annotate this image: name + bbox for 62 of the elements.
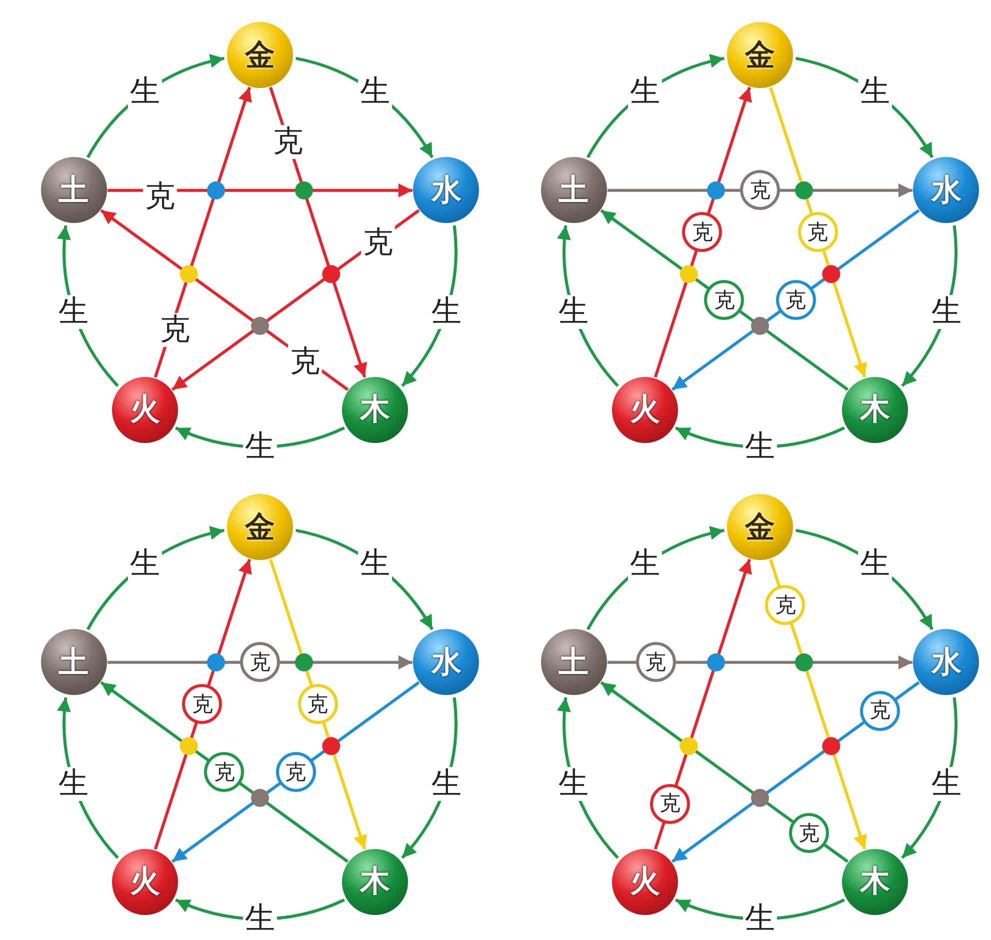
element-circle: 金 <box>227 494 293 560</box>
edge-label: 生 <box>929 294 964 329</box>
edge-label: 生 <box>128 547 162 582</box>
element-circle: 土 <box>540 629 607 696</box>
arrow <box>608 183 912 198</box>
element-circle: 金 <box>227 22 293 88</box>
edge-label: 生 <box>429 294 464 329</box>
arrow <box>769 86 868 378</box>
element-circle: 木 <box>842 376 908 443</box>
element-circle: 土 <box>40 157 107 224</box>
label-circle: 克 <box>798 212 838 252</box>
arrow <box>154 558 252 850</box>
label-circle: 克 <box>650 784 690 824</box>
element-circle: 火 <box>612 376 678 443</box>
label-circle: 克 <box>765 585 806 625</box>
arrow <box>171 681 420 863</box>
arrow <box>671 209 920 391</box>
element-circle: 土 <box>540 157 607 224</box>
label-circle: 克 <box>776 280 816 320</box>
arrow <box>154 86 252 378</box>
edge-label: 克 <box>158 313 192 347</box>
label-circle: 克 <box>240 642 280 682</box>
element-circle: 金 <box>727 22 793 88</box>
edge-label: 生 <box>429 766 464 801</box>
label-circle: 克 <box>704 280 744 320</box>
arrow <box>100 681 349 863</box>
element-circle: 水 <box>413 157 480 224</box>
edge-label: 生 <box>358 75 392 110</box>
arrow <box>600 209 849 391</box>
edge-label: 生 <box>929 766 964 801</box>
arrow <box>654 86 752 378</box>
edge-label: 克 <box>271 125 305 159</box>
label-circle: 克 <box>276 752 316 792</box>
label-circle: 克 <box>298 684 338 724</box>
edge-label: 生 <box>358 547 392 582</box>
arrow <box>269 558 368 850</box>
edge-label: 生 <box>628 75 662 110</box>
edge-label: 生 <box>858 547 892 582</box>
element-circle: 木 <box>342 376 408 443</box>
label-circle: 克 <box>788 813 829 854</box>
edge-label: 生 <box>628 547 662 582</box>
element-circle: 火 <box>112 848 178 915</box>
arrow <box>269 86 368 378</box>
element-circle: 木 <box>842 848 908 915</box>
element-circle: 水 <box>913 629 980 696</box>
element-circle: 火 <box>112 376 178 443</box>
label-circle: 克 <box>636 642 676 682</box>
arrow <box>108 183 412 198</box>
label-circle: 克 <box>682 212 722 252</box>
edge-label: 生 <box>128 75 162 110</box>
element-circle: 木 <box>342 848 408 915</box>
arrow <box>108 655 412 670</box>
label-circle: 克 <box>182 684 222 724</box>
element-circle: 土 <box>40 629 107 696</box>
label-circle: 克 <box>860 690 900 731</box>
label-circle: 克 <box>204 752 244 792</box>
element-circle: 火 <box>612 848 678 915</box>
element-circle: 金 <box>727 494 793 560</box>
element-circle: 水 <box>913 157 980 224</box>
label-circle: 克 <box>740 170 780 210</box>
edge-label: 生 <box>858 75 892 110</box>
element-circle: 水 <box>413 629 480 696</box>
